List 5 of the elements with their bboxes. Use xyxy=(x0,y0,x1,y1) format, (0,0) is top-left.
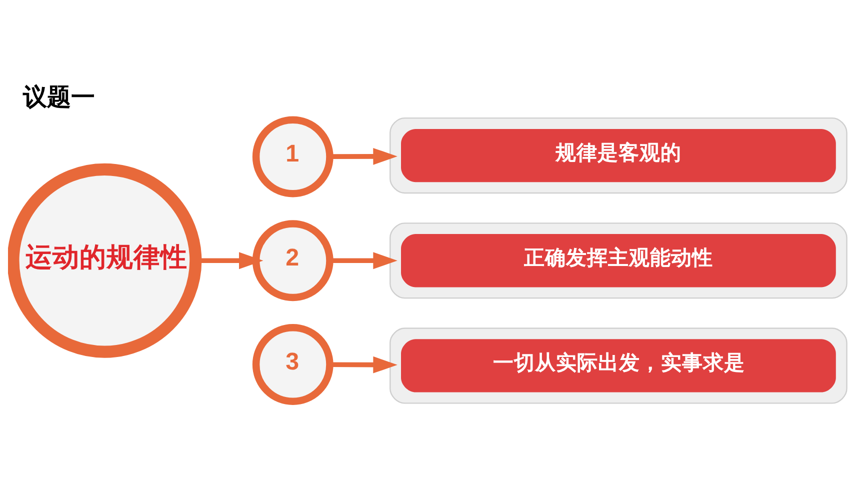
node-circle: 1 xyxy=(252,116,334,197)
node-circle: 3 xyxy=(252,324,334,404)
diagram-title: 议题一 xyxy=(22,83,95,110)
node-circle: 2 xyxy=(252,220,334,301)
node-circle: 运动的规律性 xyxy=(8,162,202,358)
